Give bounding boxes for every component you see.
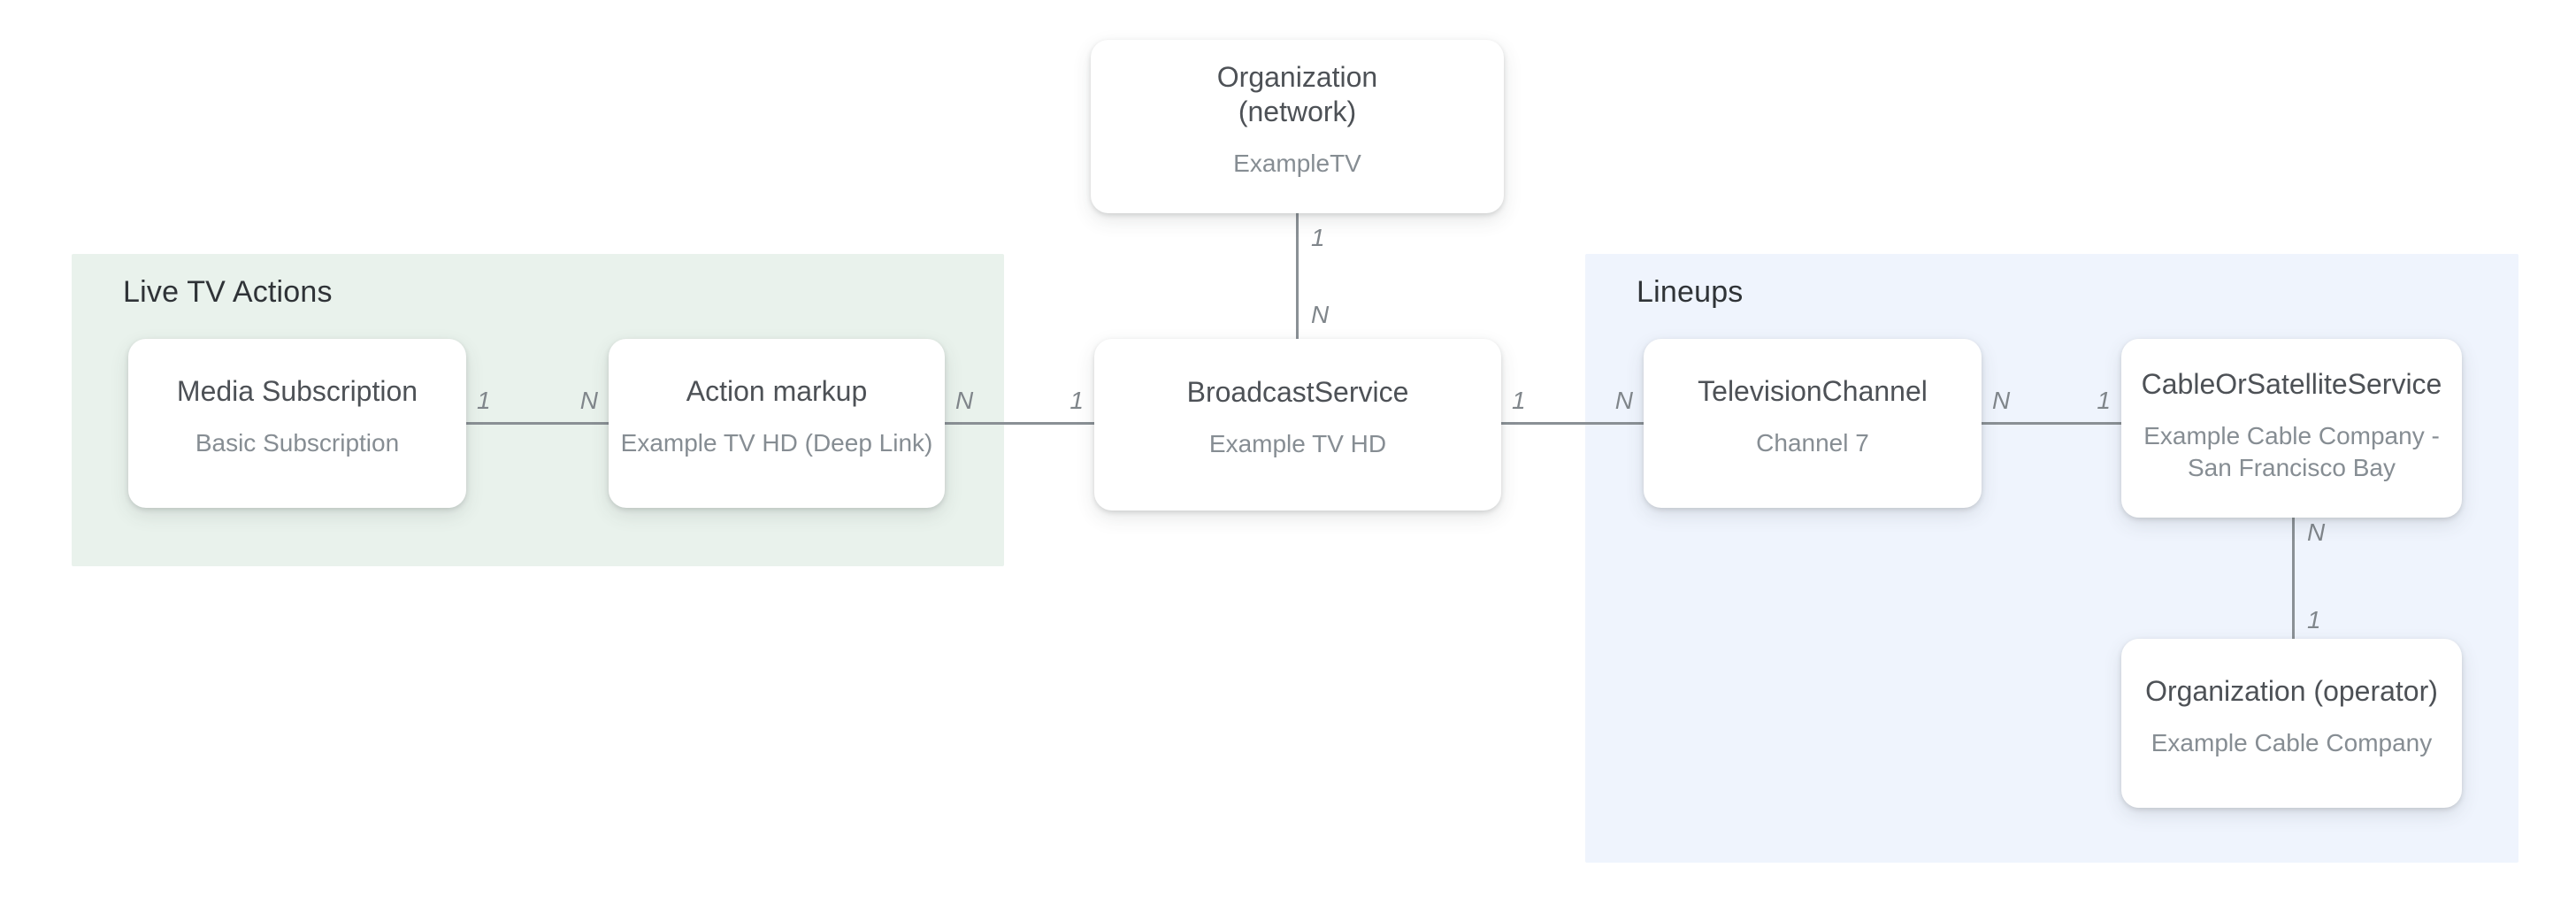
node-subtitle-line: Example Cable Company - <box>2143 422 2440 449</box>
group-label-lineups: Lineups <box>1637 275 1744 309</box>
node-cable-or-satellite-service: CableOrSatelliteService Example Cable Co… <box>2121 339 2462 518</box>
cardinality-label: N <box>579 387 598 414</box>
cardinality-label: N <box>1614 387 1633 414</box>
node-subtitle-line: Example TV HD <box>1208 430 1387 457</box>
node-subtitle: Example Cable Company - San Francisco Ba… <box>2143 420 2440 484</box>
connector-line <box>945 422 1094 425</box>
node-subtitle-line: Example TV HD (Deep Link) <box>620 428 933 457</box>
node-title-line: TelevisionChannel <box>1698 374 1928 407</box>
node-title: CableOrSatelliteService <box>2142 367 2442 402</box>
node-title: Organization (operator) <box>2145 674 2438 709</box>
node-title-line: Action markup <box>686 374 868 407</box>
node-media-subscription: Media Subscription Basic Subscription <box>128 339 466 508</box>
node-action-markup: Action markup Example TV HD (Deep Link) <box>609 339 945 508</box>
node-title-line: Organization (operator) <box>2145 674 2438 707</box>
node-title-line: Organization <box>1216 60 1378 93</box>
connector-line <box>1296 212 1299 339</box>
group-label-live-tv-actions: Live TV Actions <box>123 275 333 309</box>
connector-line <box>466 422 609 425</box>
node-television-channel: TelevisionChannel Channel 7 <box>1644 339 1982 508</box>
cardinality-label: N <box>2307 518 2326 546</box>
node-title: TelevisionChannel <box>1698 374 1928 409</box>
connector-line <box>2292 518 2295 639</box>
connector-line <box>1501 422 1644 425</box>
edge-cable-to-operator: N 1 <box>2292 518 2325 639</box>
connector-line <box>1982 422 2121 425</box>
node-subtitle: Example Cable Company <box>2151 727 2433 759</box>
node-organization-network: Organization (network) ExampleTV <box>1091 40 1504 213</box>
node-subtitle-line: Basic Subscription <box>195 428 400 457</box>
edge-action-to-broadcast: N 1 <box>945 381 1094 425</box>
node-title: BroadcastService <box>1187 375 1409 410</box>
cardinality-label: N <box>1992 387 2011 414</box>
cardinality-label: 1 <box>2097 387 2111 414</box>
node-subtitle-line: Channel 7 <box>1756 428 1869 457</box>
node-title-line: BroadcastService <box>1186 376 1409 408</box>
node-subtitle: ExampleTV <box>1233 148 1361 180</box>
node-title: Organization (network) <box>1217 60 1377 129</box>
node-broadcast-service: BroadcastService Example TV HD <box>1094 339 1501 511</box>
node-title-line: (network) <box>1238 95 1357 127</box>
node-subtitle-line: Example Cable Company <box>2150 728 2433 756</box>
node-subtitle-line: San Francisco Bay <box>2188 454 2396 481</box>
node-subtitle: Example TV HD <box>1209 428 1386 460</box>
edge-broadcast-to-channel: 1 N <box>1501 381 1644 425</box>
node-subtitle: Basic Subscription <box>196 427 399 459</box>
edge-network-to-broadcast: 1 N <box>1296 212 1329 339</box>
cardinality-label: 1 <box>477 387 491 414</box>
cardinality-label: 1 <box>1070 387 1084 414</box>
cardinality-label: 1 <box>2307 606 2321 633</box>
cardinality-label: 1 <box>1512 387 1526 414</box>
node-subtitle: Channel 7 <box>1756 427 1869 459</box>
cardinality-label: N <box>1311 301 1330 328</box>
node-title: Media Subscription <box>177 374 418 409</box>
node-subtitle-line: ExampleTV <box>1233 149 1361 177</box>
node-title-line: Media Subscription <box>176 374 418 407</box>
node-title: Action markup <box>686 374 868 409</box>
node-subtitle: Example TV HD (Deep Link) <box>621 427 933 459</box>
cardinality-label: 1 <box>1311 224 1325 251</box>
cardinality-label: N <box>955 387 974 414</box>
node-title-line: CableOrSatelliteService <box>2141 368 2442 400</box>
node-organization-operator: Organization (operator) Example Cable Co… <box>2121 639 2462 808</box>
edge-media-to-action: 1 N <box>466 381 609 425</box>
edge-channel-to-cable: N 1 <box>1982 381 2121 425</box>
